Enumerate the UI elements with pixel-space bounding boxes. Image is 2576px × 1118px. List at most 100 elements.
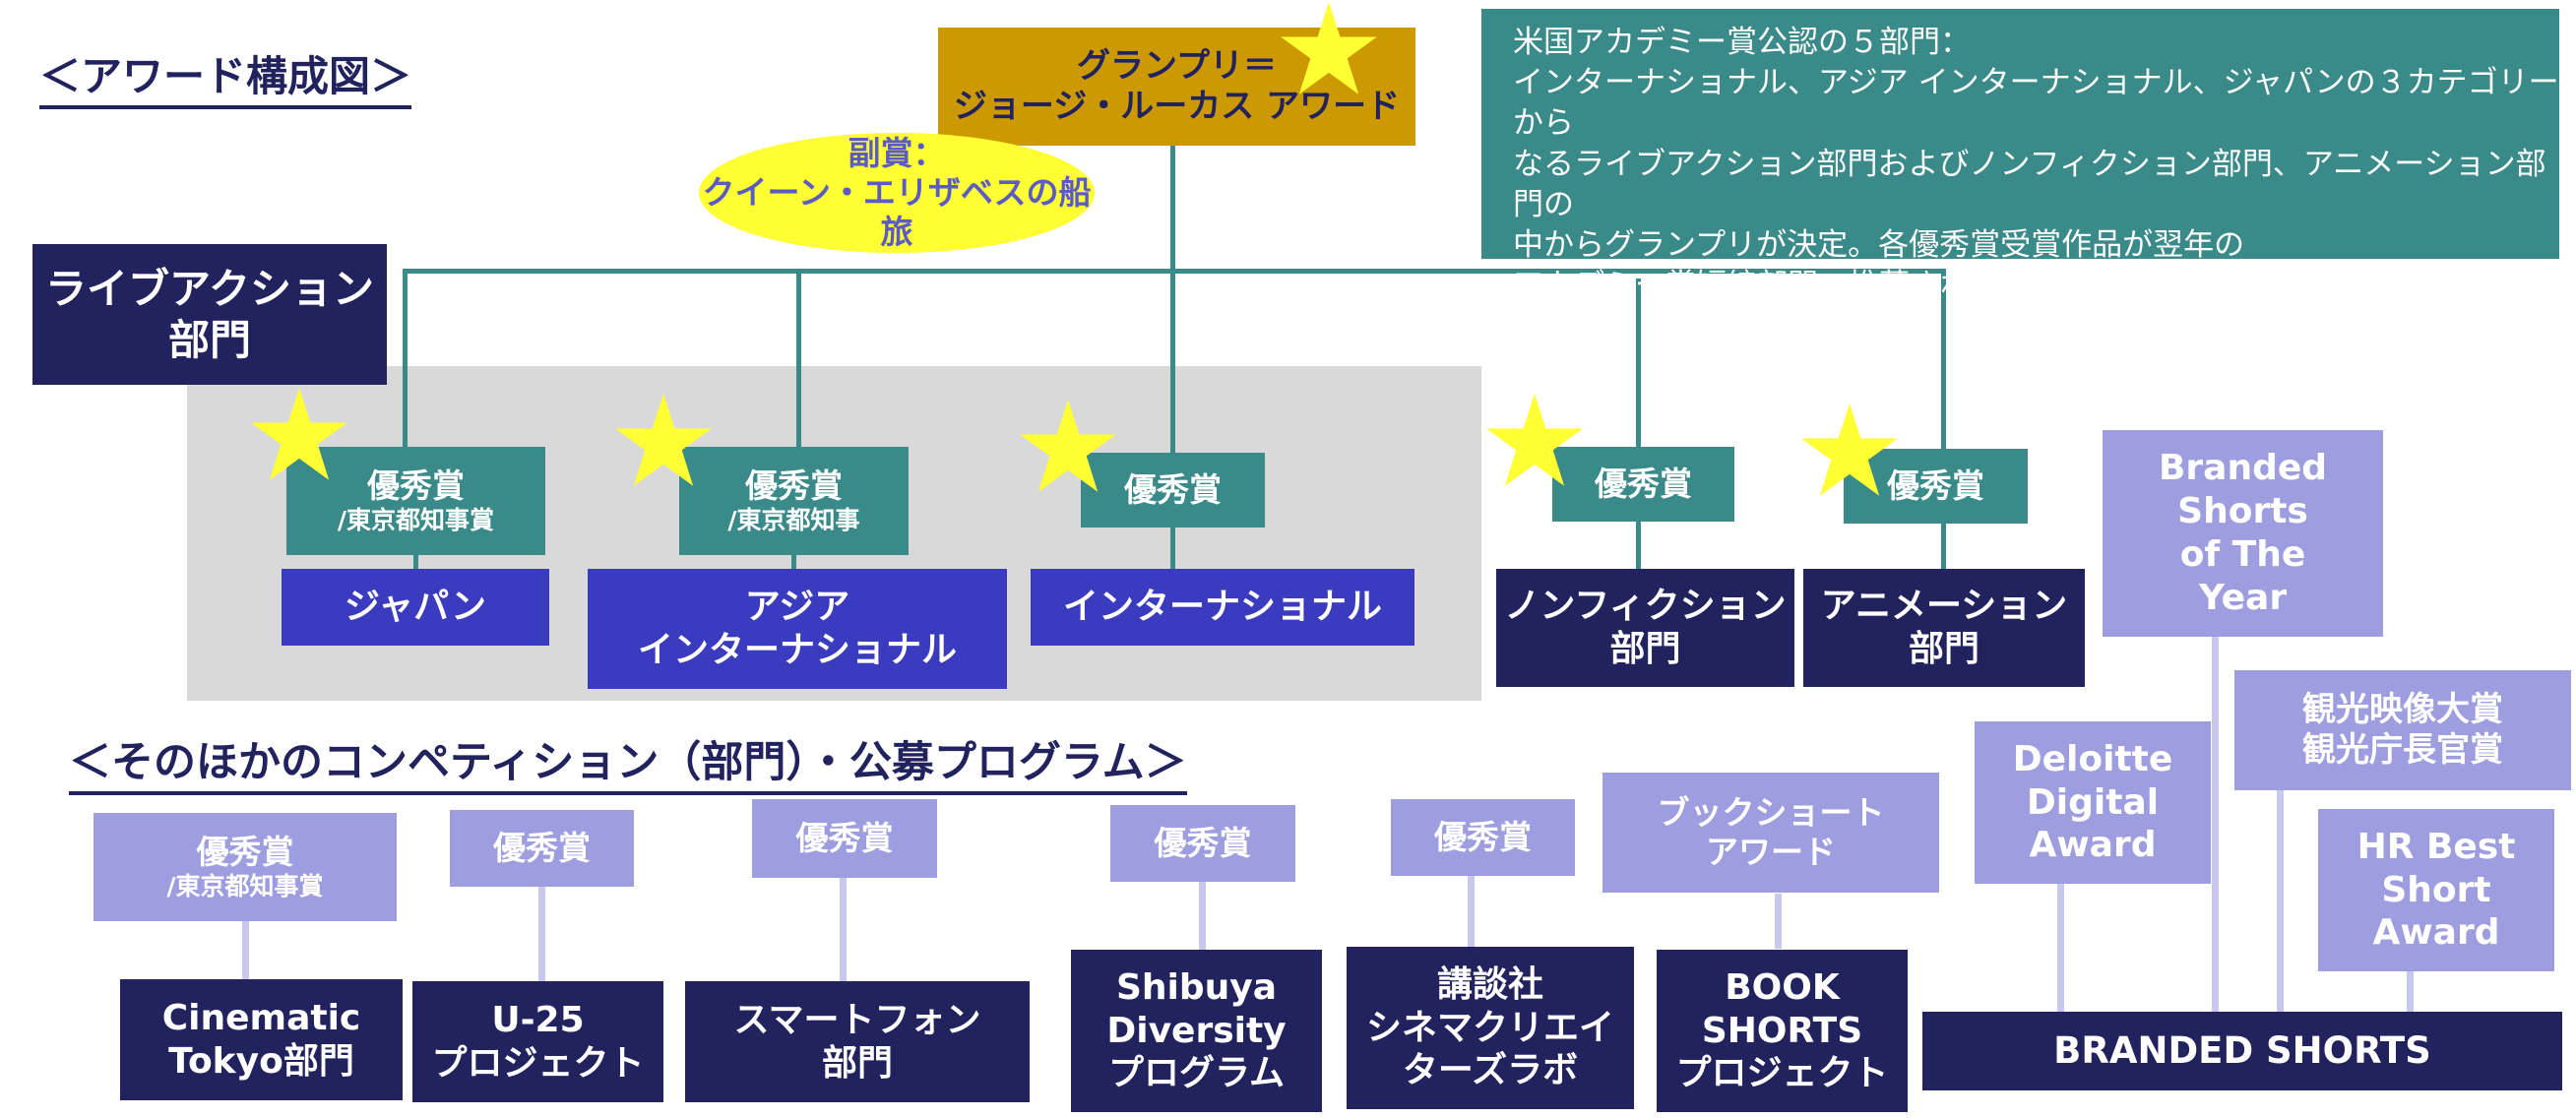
category-label: アニメーション	[1820, 586, 2068, 627]
connector-line	[538, 886, 545, 981]
program-label: ターズラボ	[1402, 1050, 1579, 1091]
connector-line	[791, 555, 796, 571]
connector-line	[242, 920, 249, 981]
connector-line	[2057, 884, 2064, 1014]
program-label: 講談社	[1436, 963, 1543, 1005]
category-nonfiction: ノンフィクション 部門	[1496, 569, 1794, 687]
category-label: ノンフィクション	[1504, 586, 1787, 627]
award-nonfiction: 優秀賞	[1552, 447, 1734, 522]
connector-line	[1170, 146, 1175, 569]
category-label: インターナショナル	[1062, 587, 1382, 628]
award-label: 優秀賞	[1154, 823, 1252, 862]
program-smartphone: スマートフォン 部門	[685, 981, 1030, 1102]
award-hr-best-short: HR Best Short Award	[2318, 809, 2554, 971]
program-award-shibuya: 優秀賞	[1110, 805, 1295, 882]
star-icon	[1281, 2, 1377, 94]
program-award-cinematic: 優秀賞 /東京都知事賞	[94, 813, 397, 921]
connector-line	[2277, 787, 2284, 1014]
category-asia: アジア インターナショナル	[588, 569, 1007, 689]
category-animation: アニメーション 部門	[1803, 569, 2085, 687]
grand-prix-line1: グランプリ＝	[1077, 45, 1277, 86]
program-label: Cinematic	[161, 997, 361, 1038]
award-branded-shorts-of-the-year: Branded Shorts of The Year	[2103, 430, 2383, 637]
connector-line	[403, 269, 408, 449]
award-sublabel: /東京都知事賞	[337, 505, 495, 534]
program-label: プロジェクト	[431, 1042, 645, 1084]
connector-line	[796, 269, 801, 449]
info-line: アカデミー賞短編部門へ推薦されます。	[1513, 268, 2059, 304]
award-label: 優秀賞	[196, 832, 294, 871]
award-label: アワード	[1706, 833, 1836, 871]
award-label: 優秀賞	[1124, 469, 1222, 509]
award-label: 観光映像大賞	[2302, 689, 2503, 729]
program-shibuya-diversity: Shibuya Diversity プログラム	[1071, 950, 1322, 1112]
connector-line	[2407, 970, 2414, 1014]
category-label: 部門	[1609, 629, 1681, 669]
award-international: 優秀賞	[1081, 453, 1265, 528]
star-icon	[1020, 400, 1116, 492]
award-label: Short	[2381, 869, 2491, 910]
info-line: インターナショナル、アジア インターナショナル、ジャパンの３カテゴリーから	[1513, 65, 2559, 142]
award-label: 優秀賞	[1595, 464, 1692, 503]
program-label: プロジェクト	[1675, 1053, 1889, 1094]
category-japan: ジャパン	[282, 569, 549, 646]
award-label: 優秀賞	[1887, 466, 1984, 505]
award-label: Award	[2372, 912, 2500, 954]
connector-line	[1636, 279, 1641, 574]
program-award-smartphone: 優秀賞	[752, 799, 937, 878]
category-label: インターナショナル	[637, 630, 957, 670]
star-icon	[1486, 394, 1583, 486]
award-asia: 優秀賞 /東京都知事	[679, 447, 909, 555]
award-label: HR Best	[2356, 826, 2516, 867]
award-label: Shorts	[2177, 491, 2308, 532]
connector-line	[1468, 876, 1475, 949]
live-action-line1: ライブアクション	[45, 265, 374, 314]
program-label: SHORTS	[1701, 1010, 1863, 1051]
award-label: 優秀賞	[795, 818, 894, 857]
live-action-line2: 部門	[167, 315, 251, 364]
star-icon	[615, 394, 712, 486]
award-tourism: 観光映像大賞 観光庁長官賞	[2234, 670, 2571, 790]
second-prize-ellipse: 副賞： クイーン・エリザベスの船旅	[699, 133, 1095, 253]
connector-line	[2212, 635, 2219, 1014]
connector-line	[413, 555, 418, 571]
category-label: アジア	[744, 587, 850, 628]
program-kodansha: 講談社 シネマクリエイ ターズラボ	[1347, 947, 1634, 1109]
award-label: 優秀賞	[1434, 817, 1532, 856]
program-label: BOOK	[1725, 966, 1840, 1008]
award-label: 優秀賞	[493, 828, 591, 867]
award-sublabel: /東京都知事賞	[166, 871, 324, 901]
live-action-label: ライブアクション 部門	[32, 244, 387, 385]
info-line: なるライブアクション部門およびノンフィクション部門、アニメーション部門の	[1513, 146, 2546, 222]
award-label: Deloitte	[2012, 738, 2173, 779]
connector-line	[1775, 894, 1782, 949]
program-label: プログラム	[1108, 1053, 1285, 1094]
award-label: Year	[2198, 577, 2288, 618]
program-u25: U-25 プロジェクト	[412, 981, 663, 1102]
program-award-book: ブックショート アワード	[1602, 773, 1939, 893]
connector-line	[1199, 881, 1206, 952]
other-programs-heading: ＜そのほかのコンペティション（部門）・公募プログラム＞	[69, 728, 1187, 795]
connector-line	[1941, 269, 1946, 574]
grand-prix-line2: ジョージ・ルーカス アワード	[953, 87, 1401, 126]
star-icon	[251, 388, 347, 480]
program-label: 部門	[821, 1042, 893, 1084]
connector-line	[840, 876, 847, 981]
award-label: of The	[2179, 534, 2306, 575]
category-international: インターナショナル	[1031, 569, 1414, 646]
award-sublabel: /東京都知事	[727, 505, 860, 534]
award-structure-heading: ＜アワード構成図＞	[39, 43, 412, 109]
program-label: BRANDED SHORTS	[2053, 1029, 2431, 1073]
info-line: 米国アカデミー賞公認の５部門：	[1513, 25, 1971, 60]
program-label: Shibuya	[1115, 966, 1278, 1008]
award-label: ブックショート	[1657, 792, 1885, 832]
award-deloitte-digital: Deloitte Digital Award	[1975, 721, 2211, 884]
second-prize-line2: クイーン・エリザベスの船旅	[702, 172, 1092, 252]
award-label: 優秀賞	[367, 466, 465, 505]
award-japan: 優秀賞 /東京都知事賞	[286, 447, 545, 555]
program-book-shorts: BOOK SHORTS プロジェクト	[1657, 950, 1908, 1112]
star-icon	[1801, 404, 1898, 496]
program-cinematic-tokyo: Cinematic Tokyo部門	[120, 979, 403, 1100]
program-label: Tokyo部門	[168, 1040, 354, 1082]
award-label: Digital	[2026, 781, 2160, 823]
